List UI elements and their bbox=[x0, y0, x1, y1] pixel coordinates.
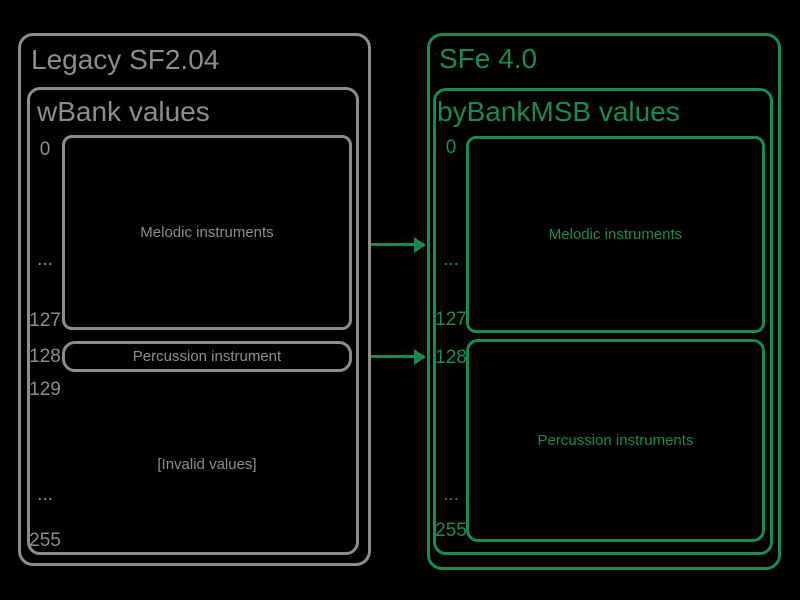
legacy-group-title: Legacy SF2.04 bbox=[31, 44, 220, 75]
legacy-melodic-region-box: Melodic instruments bbox=[62, 135, 352, 330]
wbank-scale-ellipsis-1: ... bbox=[37, 249, 53, 270]
wbank-scale-0: 0 bbox=[39, 139, 51, 160]
legacy-sf204-group-box bbox=[18, 33, 371, 566]
sfe-percussion-region-box: Percussion instruments bbox=[466, 339, 765, 542]
sfe-40-group-box bbox=[427, 33, 781, 570]
wbank-scale-129: 129 bbox=[29, 379, 61, 400]
sfe-melodic-region-box: Melodic instruments bbox=[466, 136, 765, 333]
bybankmsb-scale-128: 128 bbox=[435, 347, 467, 368]
bybankmsb-scale-ellipsis-2: ... bbox=[443, 484, 459, 505]
sfe-group-title: SFe 4.0 bbox=[439, 43, 538, 74]
bybankmsb-scale-0: 0 bbox=[445, 137, 457, 158]
percussion-mapping-arrow-right-icon bbox=[414, 349, 426, 365]
wbank-scale-128: 128 bbox=[29, 346, 61, 367]
wbank-scale-127: 127 bbox=[29, 310, 61, 331]
bybankmsb-values-box bbox=[433, 88, 773, 555]
sfe-percussion-label: Percussion instruments bbox=[537, 432, 694, 449]
bybankmsb-box-title: byBankMSB values bbox=[437, 96, 680, 127]
wbank-box-title: wBank values bbox=[37, 96, 210, 127]
legacy-invalid-values-label: [Invalid values] bbox=[157, 456, 257, 473]
melodic-mapping-arrow-line bbox=[371, 243, 415, 246]
melodic-mapping-arrow-right-icon bbox=[414, 237, 426, 253]
legacy-percussion-region-box: Percussion instrument bbox=[62, 341, 352, 372]
bybankmsb-scale-255: 255 bbox=[435, 520, 467, 541]
sfe-melodic-label: Melodic instruments bbox=[548, 226, 683, 243]
legacy-percussion-label: Percussion instrument bbox=[132, 348, 282, 365]
percussion-mapping-arrow-line bbox=[371, 355, 415, 358]
wbank-scale-255: 255 bbox=[29, 530, 61, 551]
legacy-melodic-label: Melodic instruments bbox=[140, 224, 274, 241]
wbank-values-box bbox=[27, 87, 359, 555]
wbank-scale-ellipsis-2: ... bbox=[37, 484, 53, 505]
bybankmsb-scale-127: 127 bbox=[435, 309, 467, 330]
bybankmsb-scale-ellipsis-1: ... bbox=[443, 249, 459, 270]
